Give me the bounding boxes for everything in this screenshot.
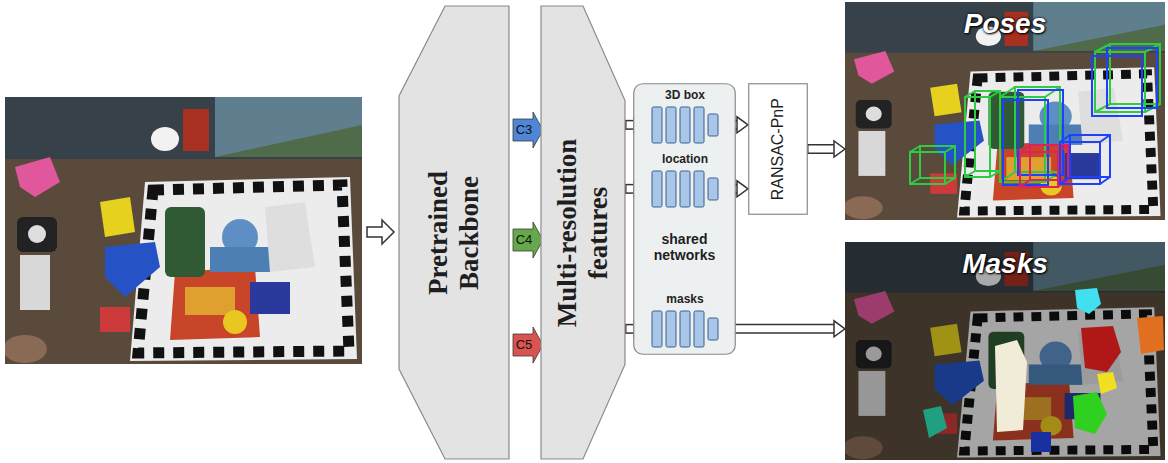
pose-boxes-part <box>1060 135 1110 184</box>
group-outline <box>634 84 736 355</box>
backbone-block: Pretrained Backbone <box>398 5 510 460</box>
layer-bar <box>680 107 690 143</box>
network-head: location <box>645 153 725 209</box>
trapezoid-shape <box>541 6 625 459</box>
mask-blobs-part <box>1031 432 1051 452</box>
arrow-body <box>726 325 836 332</box>
pose-boxes-part <box>1095 44 1160 112</box>
feature-arrow: C5 <box>513 327 544 363</box>
node-label: masks <box>645 293 725 307</box>
masks-photo-part <box>845 242 1165 460</box>
poses-photo-part <box>845 2 1165 220</box>
layer-bar <box>708 318 718 340</box>
panel-title: Masks <box>845 248 1165 280</box>
block-label: RANSAC-PnP <box>769 89 787 209</box>
block-label: Pretrained Backbone <box>423 143 485 323</box>
arrow-head <box>737 181 748 197</box>
input-photo <box>5 97 362 364</box>
layer-bar <box>694 171 704 207</box>
node-label: location <box>645 153 725 167</box>
output-panel: Poses <box>845 2 1165 220</box>
trapezoid-shape <box>399 6 509 459</box>
network-head: 3D box <box>645 89 725 145</box>
output-panel: Masks <box>845 242 1165 460</box>
pose-boxes-part <box>1092 48 1157 116</box>
input-arrow-part <box>367 220 394 244</box>
mask-blobs-part <box>1073 392 1107 434</box>
arrow-head <box>834 141 845 157</box>
box-outline <box>749 84 808 215</box>
mask-blobs <box>923 288 1164 452</box>
arrow-shape <box>513 222 543 258</box>
layer-bar <box>694 107 704 143</box>
layer-bar <box>666 311 676 347</box>
pose-boxes <box>910 44 1160 187</box>
layer-bar <box>708 178 718 200</box>
feature-arrow: C3 <box>513 112 544 148</box>
node-label: shared networks <box>633 231 736 263</box>
arrow-shape <box>513 112 543 148</box>
layer-bar <box>652 107 662 143</box>
layer-bar <box>680 171 690 207</box>
feature-label: C4 <box>514 233 534 248</box>
layer-bar <box>694 311 704 347</box>
feature-block: Multi-resolution features <box>540 5 626 460</box>
pose-boxes-part <box>910 146 955 184</box>
mask-blobs-part <box>1097 372 1117 394</box>
hollow-arrow <box>724 321 845 337</box>
mask-blobs-part <box>923 406 947 438</box>
layer-bar <box>666 107 676 143</box>
layer-bar <box>680 311 690 347</box>
feature-label: C3 <box>514 123 534 138</box>
layer-bar <box>666 171 676 207</box>
network-head: masks <box>645 293 725 349</box>
mask-blobs-part <box>1075 288 1101 314</box>
network-group: 3D box location masks shared networks <box>633 83 736 355</box>
layer-bar <box>708 114 718 136</box>
block-label: Multi-resolution features <box>552 108 614 358</box>
input-photo-part <box>5 97 362 364</box>
mask-blobs-part <box>1137 316 1164 354</box>
pose-boxes-part <box>1003 90 1063 185</box>
layer-bar <box>652 311 662 347</box>
feature-label: C5 <box>514 338 534 353</box>
mask-blobs-part <box>1081 326 1121 372</box>
arrow-outline <box>724 324 835 334</box>
pnp-box: RANSAC-PnP <box>748 83 808 215</box>
hollow-arrow <box>807 141 845 157</box>
node-label: 3D box <box>645 89 725 103</box>
layer-bar <box>652 171 662 207</box>
arrow-outline <box>807 144 835 154</box>
input-arrow <box>360 215 400 251</box>
pose-boxes-part <box>965 91 1000 177</box>
arrow-head <box>737 117 748 133</box>
panel-title: Poses <box>845 8 1165 40</box>
mask-blobs-part <box>995 340 1027 432</box>
arrow-shape <box>513 327 543 363</box>
arrow-body <box>809 146 836 153</box>
masks-photo-part <box>845 242 1165 460</box>
feature-arrow: C4 <box>513 222 544 258</box>
arrow-head <box>834 321 845 337</box>
